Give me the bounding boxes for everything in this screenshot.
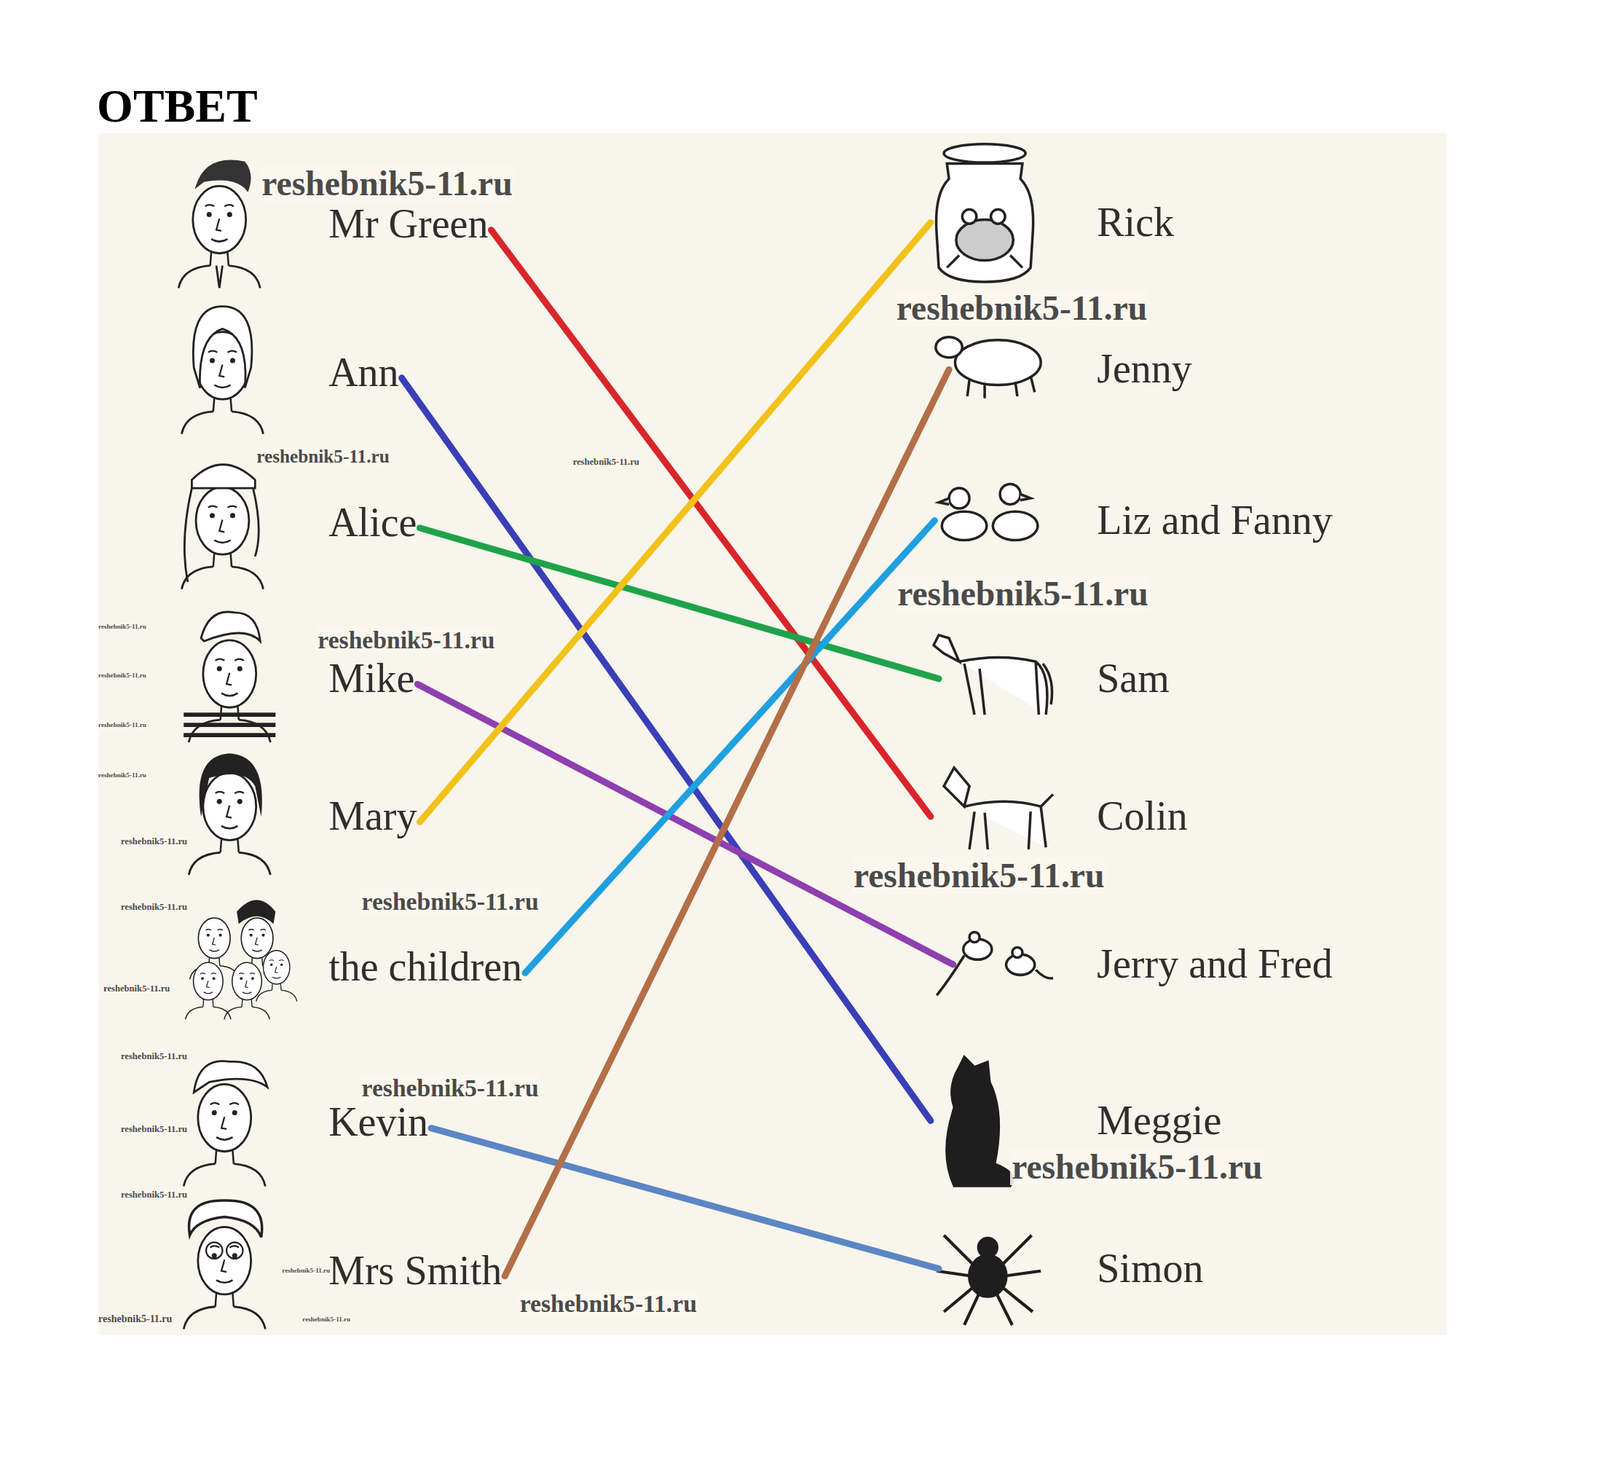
watermark: reshebnik5-11.ru [96,771,148,780]
person-name: the children [328,944,523,990]
portrait-children [185,899,298,1019]
portrait-alice [181,464,263,590]
watermark: reshebnik5-11.ru [895,575,1150,612]
watermark: reshebnik5-11.ru [518,1290,699,1316]
sheep [935,337,1041,399]
pet-name: Sam [938,656,1170,702]
watermark: reshebnik5-11.ru [101,983,172,994]
pet-name: Jenny [948,346,1193,392]
watermark: reshebnik5-11.ru [571,457,641,467]
cat [946,1055,1014,1186]
portrait-mike [183,611,276,743]
pet-name: Simon [938,1246,1204,1292]
watermark: reshebnik5-11.ru [96,623,148,631]
watermark: reshebnik5-11.ru [96,1313,174,1325]
name-text: Liz and Fanny [1096,497,1332,543]
match-line [490,230,930,817]
match-line [419,222,930,822]
watermark: reshebnik5-11.ru [1010,1148,1264,1185]
spider [936,1235,1041,1325]
name-text: Alice [328,499,417,545]
watermark: reshebnik5-11.ru [96,721,148,729]
person-name: Ann [328,350,399,396]
name-text: the children [328,943,523,989]
dog [943,767,1054,850]
watermark: reshebnik5-11.ru [119,836,189,847]
match-line [525,520,935,973]
pet-name: Rick [930,200,1174,246]
name-text: Mike [328,655,415,701]
person-name: Mary [328,793,417,839]
name-text: Mr Green [328,201,488,247]
pet-name: Colin [930,793,1188,839]
page-title: ОТВЕТ [96,79,258,134]
portrait-kevin [183,1061,268,1187]
name-text: Ann [328,349,399,395]
frog-in-jar [936,144,1034,282]
person-name: Alice [328,500,417,546]
person-name: Mr Green [328,201,488,247]
pet-name: Liz and Fanny [934,498,1332,544]
portrait-mr-green [178,160,260,289]
person-name: Mike [328,656,415,702]
name-text: Meggie [1096,1097,1222,1143]
watermark: reshebnik5-11.ru [96,672,148,680]
watermark: reshebnik5-11.ru [254,447,391,467]
match-line [417,683,953,965]
watermark: reshebnik5-11.ru [259,165,514,202]
name-text: Sam [1096,655,1170,701]
person-name: Kevin [328,1099,429,1145]
page-ground [99,132,1448,1335]
name-text: Simon [1096,1245,1204,1291]
name-text: Jerry and Fred [1096,940,1332,987]
watermark: reshebnik5-11.ru [280,1267,332,1275]
watermark: reshebnik5-11.ru [895,289,1149,327]
name-text: Kevin [328,1098,429,1145]
match-line [402,377,931,1121]
match-line [504,369,949,1276]
name-text: Colin [1096,793,1188,839]
watermark: reshebnik5-11.ru [852,857,1106,894]
watermark: reshebnik5-11.ru [119,1051,189,1062]
watermark: reshebnik5-11.ru [119,902,189,912]
name-text: Jenny [1096,345,1193,392]
watermark: reshebnik5-11.ru [360,888,541,914]
portrait-mrs-smith [183,1200,266,1330]
name-text: Rick [1096,199,1174,245]
name-text: Mary [328,793,417,839]
match-line [431,1128,939,1269]
watermark: reshebnik5-11.ru [119,1189,189,1200]
match-line [419,527,939,679]
portrait-mary [188,753,271,875]
ducklings [938,483,1038,540]
watermark: reshebnik5-11.ru [300,1315,352,1324]
mice [936,932,1054,996]
watermark: reshebnik5-11.ru [119,1124,189,1134]
name-text: Mrs Smith [328,1247,502,1293]
pet-name: Meggie [930,1098,1222,1144]
watermark: reshebnik5-11.ru [360,1074,541,1101]
watermark: reshebnik5-11.ru [316,627,496,653]
horse [933,635,1053,715]
pet-name: Jerry and Fred [953,941,1333,987]
portrait-ann [181,306,263,435]
person-name: Mrs Smith [328,1248,502,1294]
